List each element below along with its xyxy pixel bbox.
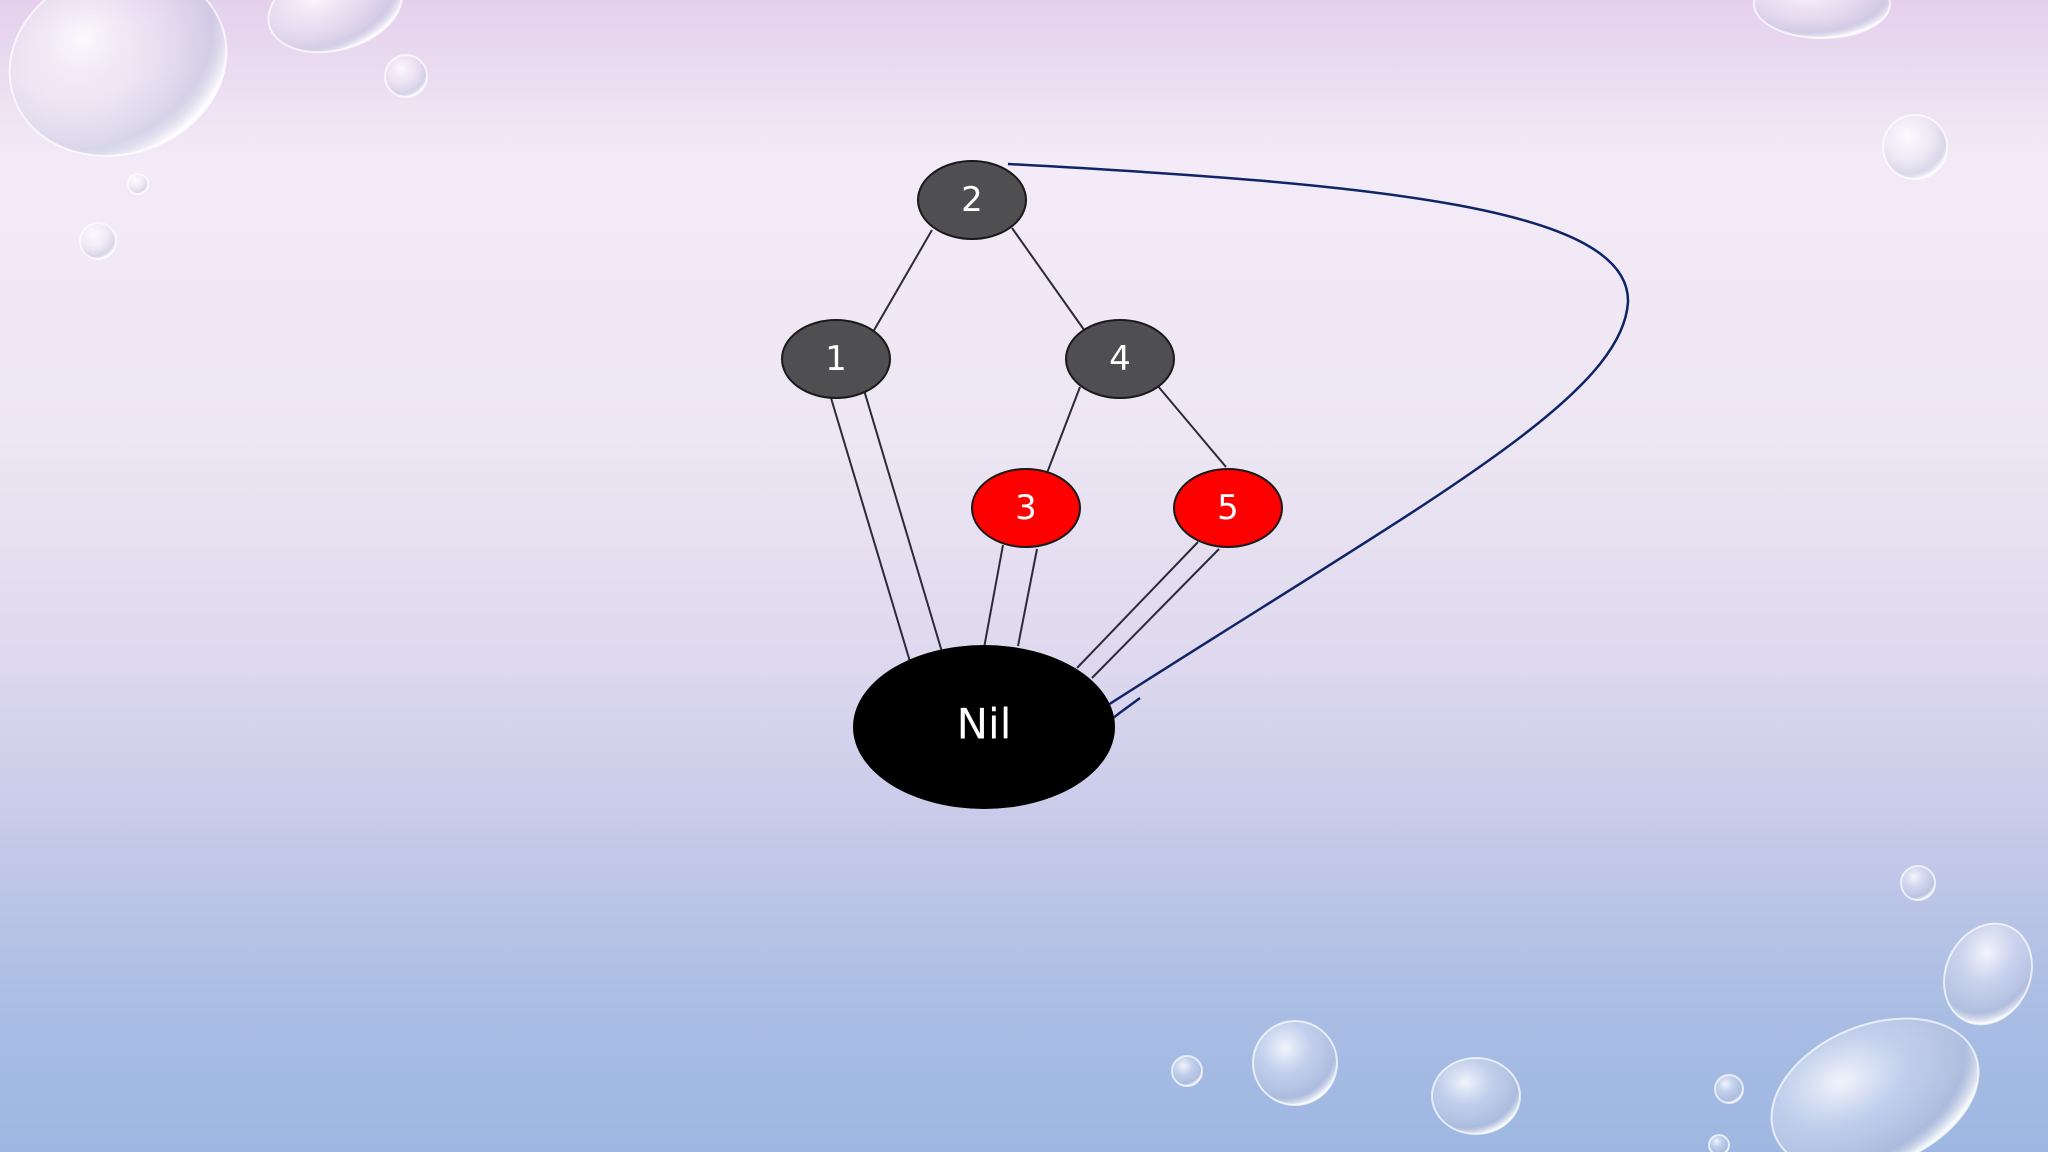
- water-drop: [1753, 0, 1891, 39]
- water-drop: [1770, 1017, 1980, 1152]
- nil-link-3-a: [983, 544, 1004, 649]
- node-3: 3: [971, 468, 1081, 548]
- nil-link-1-b: [860, 379, 943, 653]
- node-2: 2: [917, 160, 1027, 240]
- node-4: 4: [1065, 319, 1175, 399]
- nil-link-1-a: [830, 397, 912, 666]
- water-drop: [1708, 1134, 1730, 1152]
- nil-link-5-a: [1076, 541, 1199, 669]
- nil-link-3-b: [1017, 548, 1038, 647]
- water-drop: [79, 222, 117, 260]
- node-1: 1: [781, 319, 891, 399]
- node-2-shape: [917, 160, 1027, 240]
- water-drop: [1171, 1055, 1203, 1087]
- water-drop: [8, 0, 228, 157]
- nil-node: Nil: [853, 645, 1115, 809]
- node-3-label: 3: [1015, 488, 1037, 528]
- node-1-label: 1: [825, 339, 847, 379]
- water-drop: [1252, 1020, 1338, 1106]
- node-1-shape: [781, 319, 891, 399]
- node-4-shape: [1065, 319, 1175, 399]
- tree-edges: [872, 227, 1227, 474]
- node-2-label: 2: [961, 180, 983, 220]
- root-nil-curve: [1007, 162, 1630, 751]
- nil-node-shape: [853, 645, 1115, 809]
- node-5-label: 5: [1217, 488, 1239, 528]
- node-3-shape: [971, 468, 1081, 548]
- edge-4-to-3: [1046, 386, 1081, 474]
- water-drop: [267, 0, 403, 54]
- nil-node-label: Nil: [957, 700, 1012, 749]
- curve-line: [1007, 162, 1630, 707]
- water-drop: [1882, 114, 1948, 180]
- edge-2-to-4: [1011, 227, 1088, 335]
- water-drop: [1714, 1074, 1744, 1104]
- water-drop: [1431, 1057, 1521, 1135]
- edge-4-to-5: [1156, 384, 1227, 468]
- water-drop: [384, 54, 428, 98]
- node-4-label: 4: [1109, 339, 1131, 379]
- water-drop: [1900, 865, 1936, 901]
- node-5: 5: [1173, 468, 1283, 548]
- nil-link-5-b: [1091, 548, 1220, 679]
- edge-2-to-1: [872, 229, 933, 333]
- nil-links: [830, 379, 1220, 679]
- water-drop: [1943, 922, 2033, 1026]
- node-5-shape: [1173, 468, 1283, 548]
- water-drop: [127, 173, 149, 195]
